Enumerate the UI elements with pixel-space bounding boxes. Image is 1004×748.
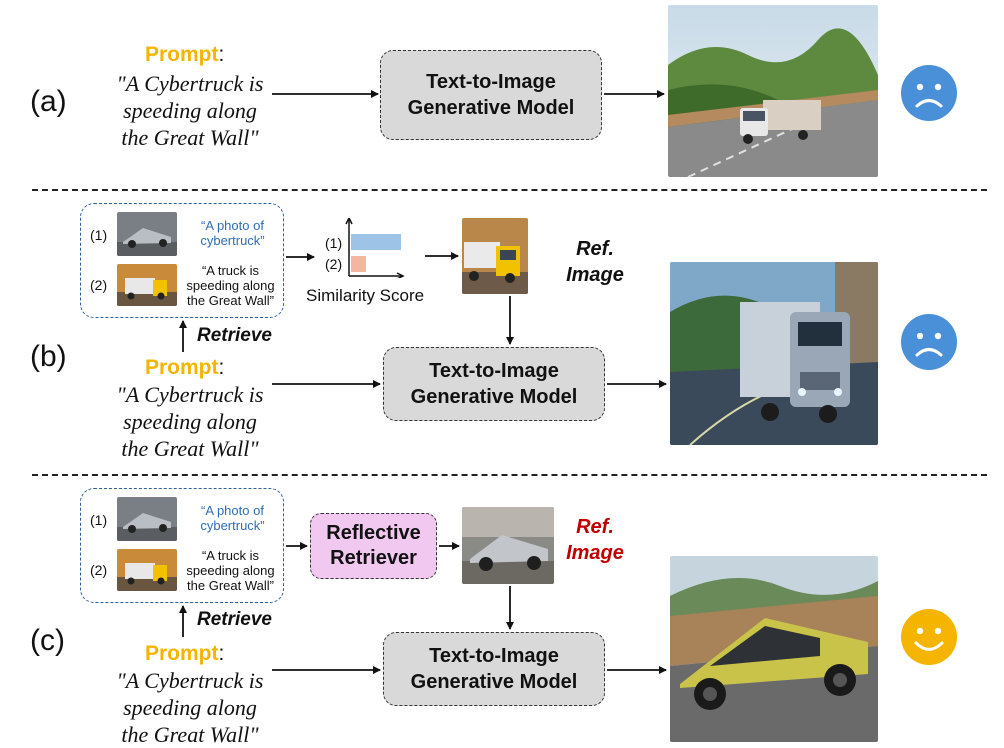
section-divider [32,189,987,191]
ref-line: Ref. [576,238,614,260]
caption-line: “A truck is [201,548,260,563]
ref-image-b [462,218,528,294]
prompt-line: the Great Wall" [121,436,259,461]
candidate-image-cybertruck [117,212,177,256]
prompt-keyword: Prompt [145,356,219,379]
retriever-line: Reflective [326,522,421,544]
model-line: Generative Model [410,671,578,693]
model-line: Text-to-Image [429,360,559,382]
retrieval-candidates-box-b [80,203,284,318]
prompt-heading-b: Prompt: [145,356,224,380]
caption-line: cybertruck” [200,233,265,248]
prompt-text-c: "A Cybertruck is speeding along the Grea… [105,667,275,748]
model-line: Text-to-Image [429,645,559,667]
caption-line: the Great Wall” [187,293,274,308]
ref-line: Image [566,264,624,286]
section-divider [32,474,987,476]
candidate-index: (2) [90,277,108,293]
prompt-colon: : [218,642,225,665]
prompt-line: "A Cybertruck is [116,382,264,407]
caption-line: speeding along [186,278,275,293]
candidate-image-cybertruck [117,497,177,541]
panel-label-a: (a) [30,85,67,118]
t2i-model-box-c: Text-to-Image Generative Model [383,632,605,706]
happy-face-icon [900,608,958,666]
ref-image-label-c: Ref. Image [560,514,630,566]
prompt-line: speeding along [123,409,257,434]
prompt-line: the Great Wall" [121,722,259,747]
candidate-index: (2) [90,562,108,578]
similarity-index: (1) [325,235,343,251]
model-line: Text-to-Image [426,71,556,93]
retrieval-candidates-box-c [80,488,284,603]
prompt-line: the Great Wall" [121,125,259,150]
ref-image-label-b: Ref. Image [560,236,630,288]
candidate-caption: “A truck is speeding along the Great Wal… [178,548,283,593]
similarity-score-label: Similarity Score [306,286,425,305]
prompt-line: "A Cybertruck is [116,668,264,693]
caption-line: “A photo of [201,503,264,518]
caption-line: speeding along [186,563,275,578]
caption-line: the Great Wall” [187,578,274,593]
prompt-heading-c: Prompt: [145,642,224,666]
sad-face-icon [900,64,958,122]
t2i-model-box-b: Text-to-Image Generative Model [383,347,605,421]
retrieve-label-c: Retrieve [197,609,272,630]
prompt-line: "A Cybertruck is [116,71,264,96]
candidate-index: (1) [90,227,108,243]
candidate-image-truck [117,549,177,591]
retrieve-label-b: Retrieve [197,325,272,346]
output-image-b [670,262,878,445]
candidate-caption: “A photo of cybertruck” [185,503,280,533]
sad-face-icon [900,313,958,371]
t2i-model-box-a: Text-to-Image Generative Model [380,50,602,140]
candidate-caption: “A truck is speeding along the Great Wal… [178,263,283,308]
model-line: Generative Model [410,386,578,408]
prompt-heading-a: Prompt: [145,43,224,67]
candidate-caption: “A photo of cybertruck” [185,218,280,248]
ref-image-c [462,507,554,584]
similarity-bar-2 [351,256,366,272]
prompt-text-b: "A Cybertruck is speeding along the Grea… [105,381,275,462]
caption-line: “A photo of [201,218,264,233]
caption-line: “A truck is [201,263,260,278]
panel-label-b: (b) [30,340,67,373]
candidate-index: (1) [90,512,108,528]
prompt-colon: : [218,43,225,66]
prompt-line: speeding along [123,98,257,123]
reflective-retriever-box: Reflective Retriever [310,513,437,579]
similarity-bar-1 [351,234,401,250]
retriever-line: Retriever [330,547,417,569]
model-line: Generative Model [407,97,575,119]
prompt-text-a: "A Cybertruck is speeding along the Grea… [105,70,275,151]
prompt-line: speeding along [123,695,257,720]
ref-line: Image [566,542,624,564]
prompt-keyword: Prompt [145,642,219,665]
similarity-score-chart [345,218,405,278]
output-image-c [670,556,878,742]
candidate-image-truck [117,264,177,306]
similarity-index: (2) [325,256,343,272]
prompt-keyword: Prompt [145,43,219,66]
ref-line: Ref. [576,516,614,538]
caption-line: cybertruck” [200,518,265,533]
prompt-colon: : [218,356,225,379]
output-image-a [668,5,878,177]
panel-label-c: (c) [30,624,65,657]
